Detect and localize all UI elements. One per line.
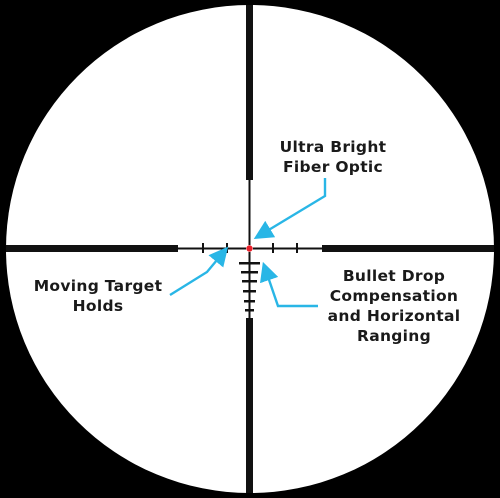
left-post bbox=[6, 245, 178, 252]
thin-top-line bbox=[248, 180, 251, 245]
right-post bbox=[322, 245, 494, 252]
bdc-arrow-icon bbox=[260, 261, 318, 308]
moving-target-label: Moving Target Holds bbox=[33, 277, 163, 315]
bullet-drop-label: Bullet Drop Compensation and Horizontal … bbox=[327, 267, 461, 345]
thin-bottom-line bbox=[248, 252, 251, 318]
thin-right-line bbox=[253, 247, 322, 250]
fiber-optic-arrow-icon bbox=[253, 178, 327, 239]
moving-target-arrow-icon bbox=[169, 246, 229, 297]
top-post bbox=[246, 5, 253, 180]
bottom-post bbox=[246, 318, 253, 493]
thin-left-line bbox=[178, 247, 246, 250]
pointer-arrows bbox=[169, 178, 327, 308]
bdc-ranging-marks bbox=[239, 262, 260, 312]
fiber-optic-dot-icon bbox=[246, 245, 253, 252]
fiber-optic-label: Ultra Bright Fiber Optic bbox=[279, 138, 387, 176]
